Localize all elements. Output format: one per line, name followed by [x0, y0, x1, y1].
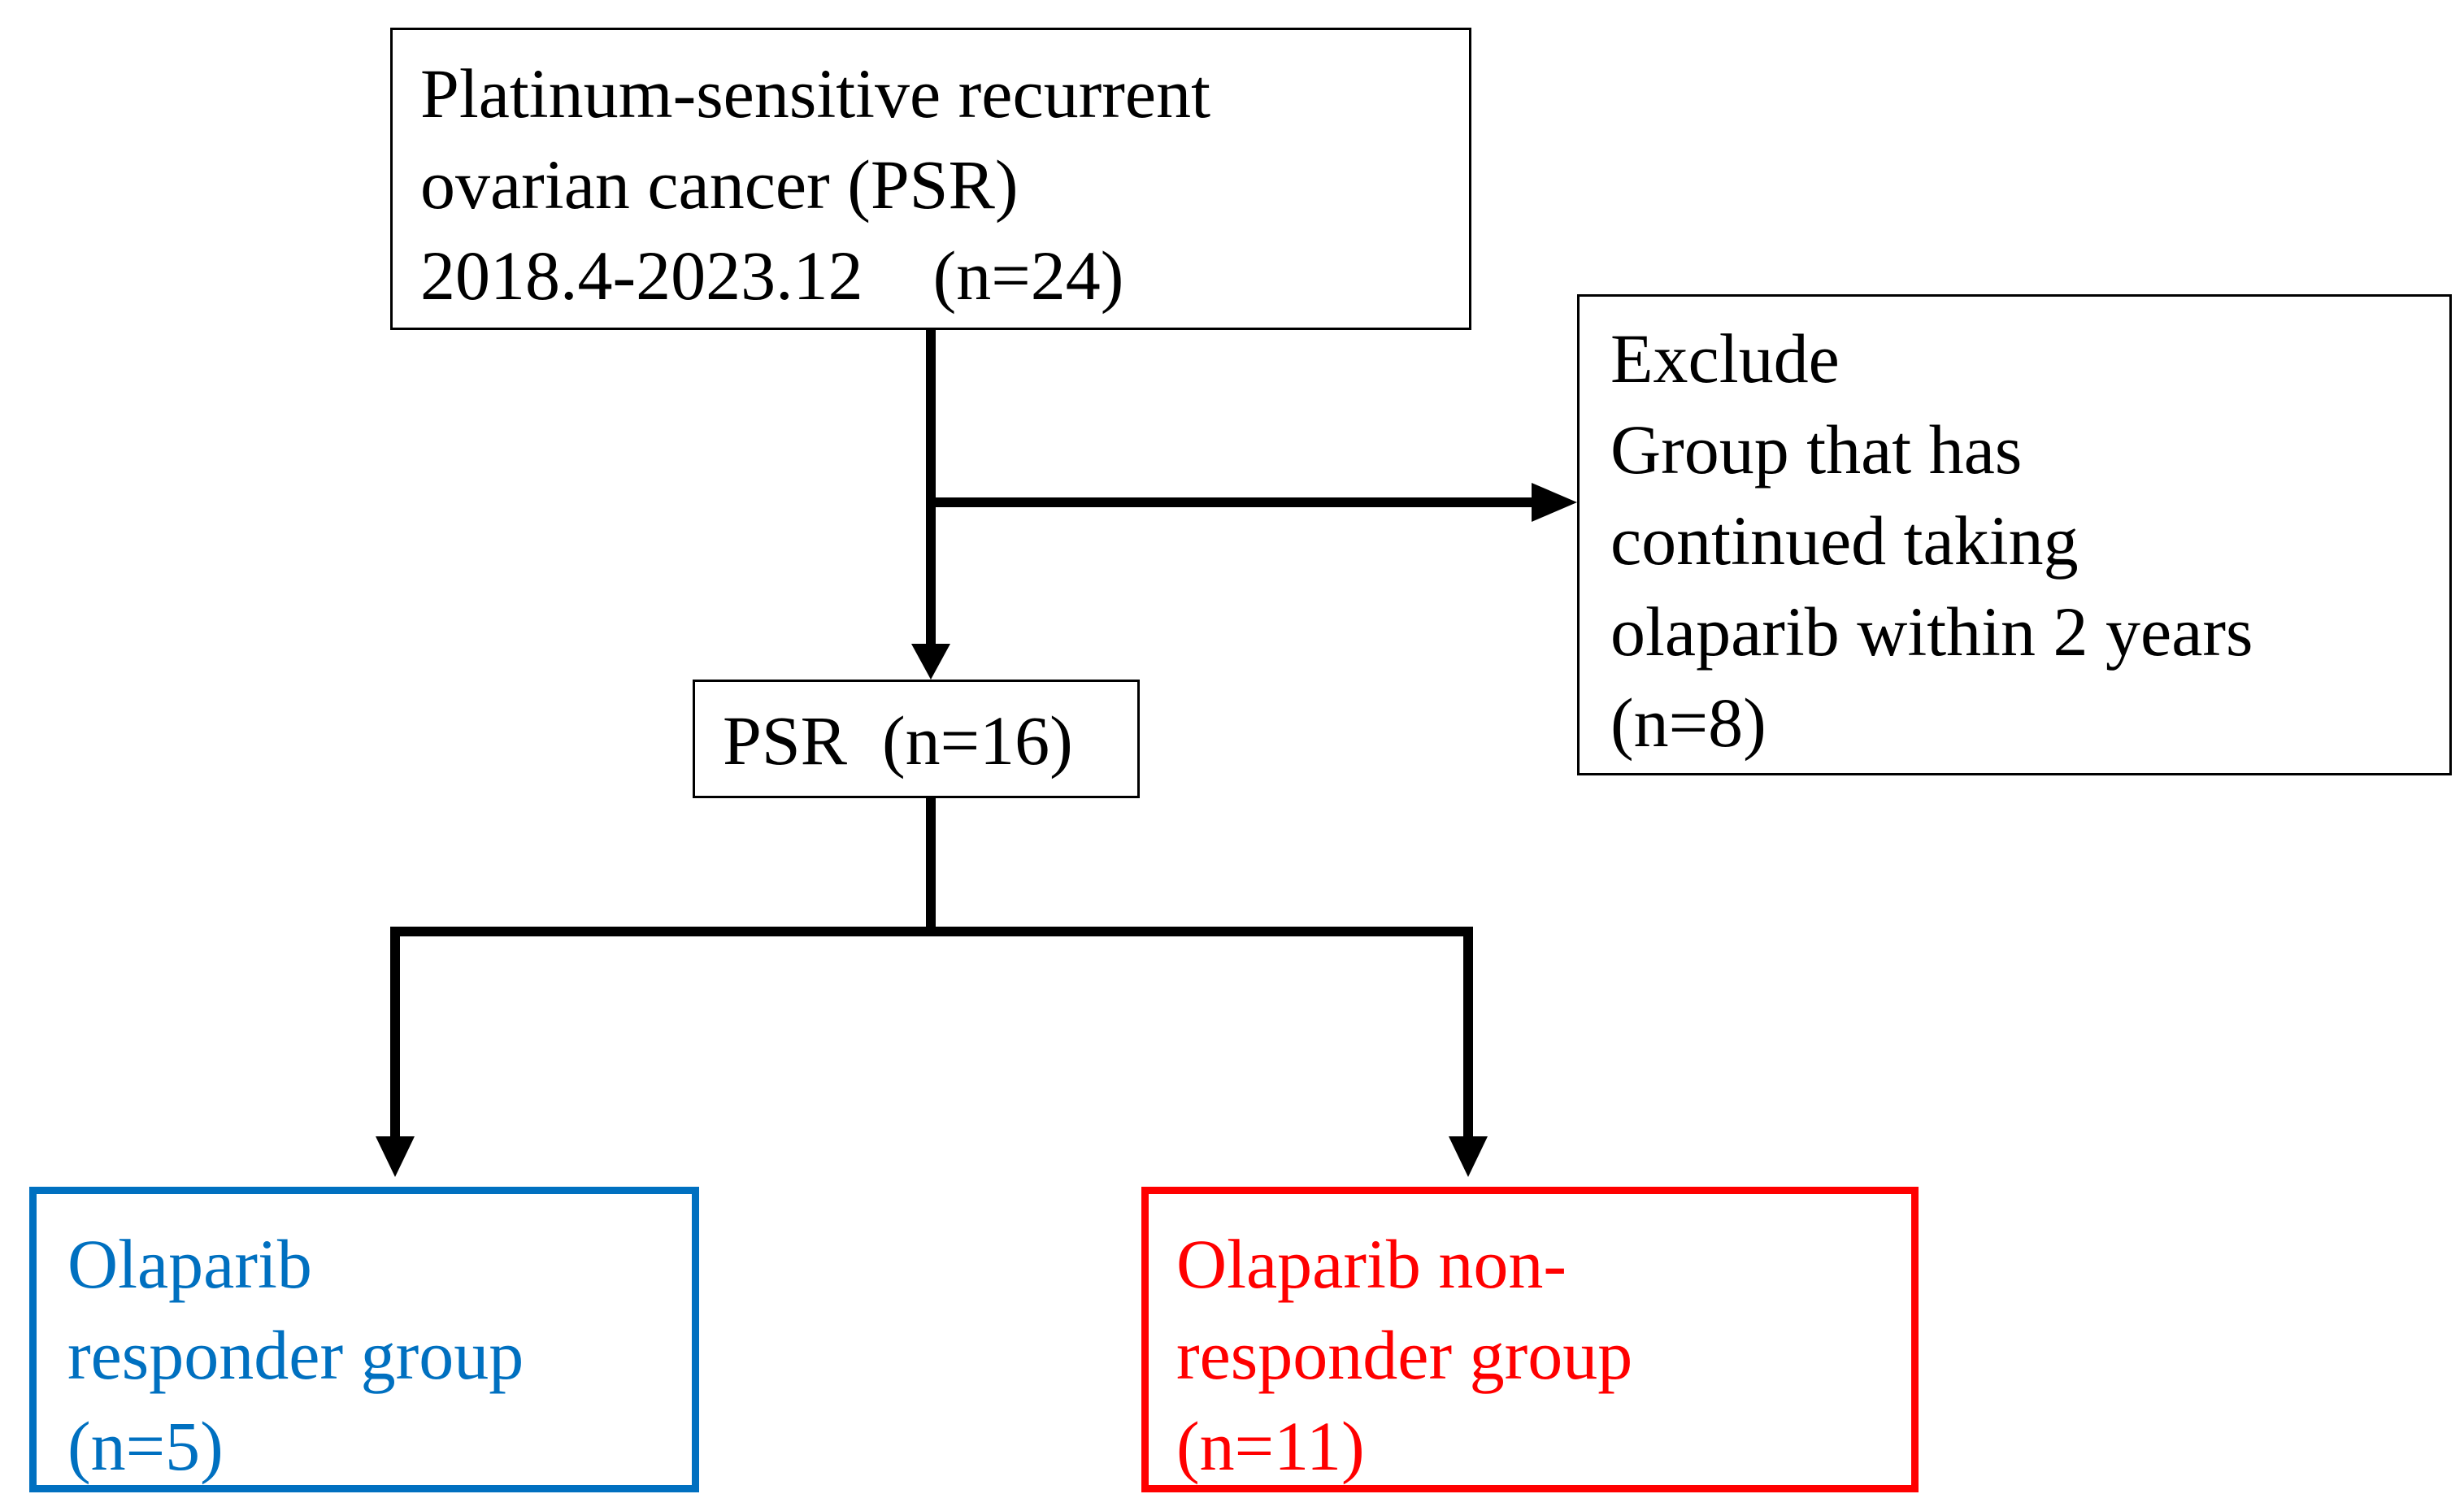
exclude-line-5: (n=8): [1610, 684, 1767, 762]
arrowhead-to-psr: [911, 644, 950, 680]
exclude-line-3: continued taking: [1610, 502, 2079, 580]
responder-line-2: responder group: [67, 1316, 524, 1394]
responder-group-box: Olaparib responder group (n=5): [29, 1187, 699, 1492]
psr-line-1: PSR (n=16): [723, 701, 1073, 780]
source-line-1: Platinum-sensitive recurrent: [420, 54, 1210, 132]
source-line-2: ovarian cancer (PSR): [420, 145, 1019, 224]
arrowhead-to-exclude: [1532, 483, 1577, 522]
nonresponder-line-2: responder group: [1176, 1316, 1633, 1394]
responder-line-1: Olaparib: [67, 1225, 312, 1303]
source-population-box: Platinum-sensitive recurrent ovarian can…: [390, 28, 1471, 330]
nonresponder-group-box: Olaparib non- responder group (n=11): [1141, 1187, 1919, 1492]
source-line-3: 2018.4-2023.12 (n=24): [420, 237, 1124, 315]
exclude-line-2: Group that has: [1610, 410, 2023, 489]
nonresponder-line-3: (n=11): [1176, 1407, 1365, 1485]
arrowhead-to-responder: [376, 1136, 415, 1177]
psr-cohort-box: PSR (n=16): [693, 680, 1140, 798]
nonresponder-line-1: Olaparib non-: [1176, 1225, 1567, 1303]
exclusion-box: Exclude Group that has continued taking …: [1577, 294, 2452, 775]
responder-line-3: (n=5): [67, 1407, 224, 1485]
exclude-line-4: olaparib within 2 years: [1610, 593, 2253, 671]
arrowhead-to-nonresponder: [1449, 1136, 1488, 1177]
exclude-line-1: Exclude: [1610, 319, 1840, 397]
